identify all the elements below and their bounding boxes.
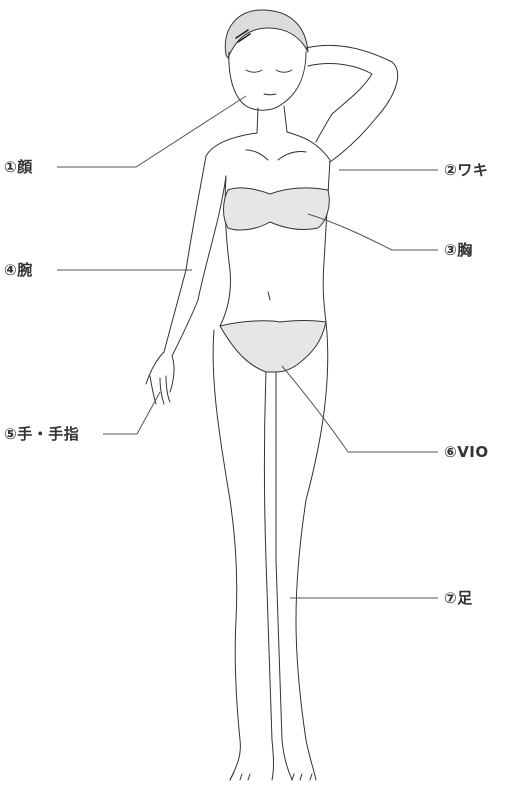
leader-chest bbox=[308, 214, 438, 250]
left-arm bbox=[164, 156, 206, 352]
leader-hands bbox=[103, 392, 160, 434]
label-hands: ⑤手・手指 bbox=[4, 425, 79, 443]
raised-arm bbox=[306, 45, 398, 162]
leader-vio bbox=[282, 366, 438, 452]
label-vio: ⑥VIO bbox=[444, 443, 489, 461]
bra bbox=[224, 188, 330, 230]
briefs bbox=[220, 321, 326, 373]
label-armpit: ②ワキ bbox=[444, 161, 488, 179]
hair bbox=[225, 10, 308, 58]
left-leg bbox=[213, 330, 240, 780]
hand bbox=[146, 352, 174, 404]
face bbox=[229, 52, 306, 110]
right-leg bbox=[296, 322, 328, 780]
label-arm: ④腕 bbox=[4, 261, 33, 279]
label-chest: ③胸 bbox=[444, 241, 473, 259]
leader-face bbox=[57, 96, 246, 167]
label-legs: ⑦足 bbox=[444, 589, 473, 607]
label-face: ①顔 bbox=[4, 158, 33, 176]
